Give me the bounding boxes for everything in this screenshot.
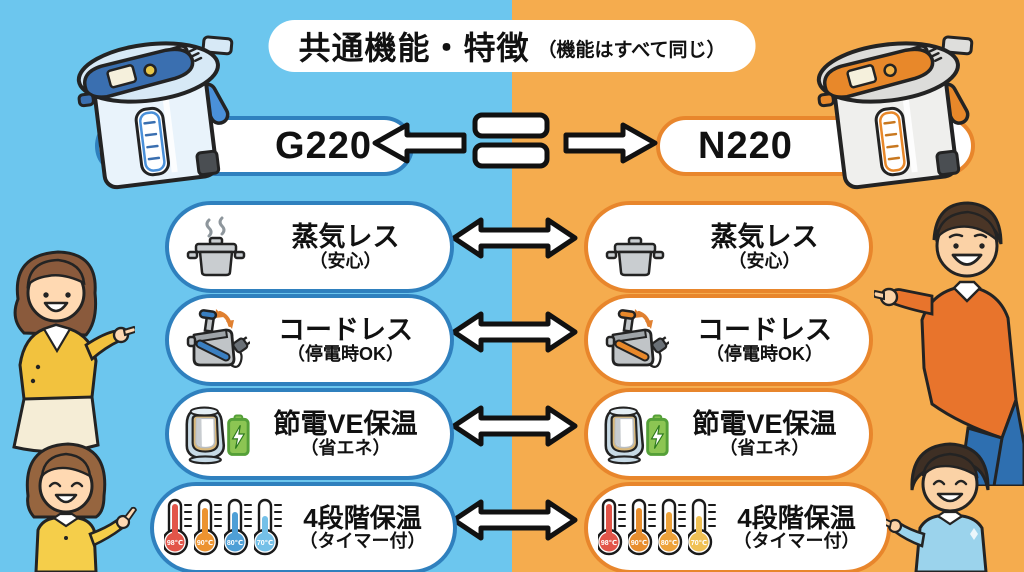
feature-cordless-right: コードレス （停電時OK） <box>584 294 873 386</box>
thermometer-90-icon: 90℃ <box>194 498 222 556</box>
model-g220-text: G220 <box>275 124 372 167</box>
right-water-boiler-illustration <box>816 35 974 190</box>
thermometer-80-icon: 80℃ <box>224 498 252 556</box>
svg-text:98℃: 98℃ <box>167 539 183 547</box>
feature-label: 節電VE保温 <box>273 408 418 439</box>
thermometers-icon: 98℃ 90℃ 80℃ <box>162 498 284 558</box>
feature-sublabel: （停電時OK） <box>706 343 823 364</box>
feature-sublabel: （省エネ） <box>300 437 391 458</box>
ve-insulation-icon <box>179 402 253 466</box>
feature-label: 4段階保温 <box>737 503 856 534</box>
svg-text:70℃: 70℃ <box>257 539 273 547</box>
thermometer-90-icon: 90℃ <box>628 498 656 556</box>
ve-insulation-icon <box>598 402 672 466</box>
feature-steamless-left: 蒸気レス （安心） <box>165 201 454 293</box>
double-arrow-icon <box>451 217 578 259</box>
model-n220-text: N220 <box>698 124 793 167</box>
feature-label: 蒸気レス <box>291 221 400 252</box>
feature-label: コードレス <box>278 314 413 345</box>
thermometers-icon: 98℃ 90℃ 80℃ <box>596 498 718 558</box>
thermometer-70-icon: 70℃ <box>254 498 282 556</box>
title-banner: 共通機能・特徴 （機能はすべて同じ） <box>268 20 756 72</box>
feature-label: 4段階保温 <box>303 503 422 534</box>
man-illustration <box>874 201 1024 486</box>
feature-sublabel: （安心） <box>728 250 801 271</box>
svg-text:80℃: 80℃ <box>227 539 243 547</box>
feature-cordless-left: コードレス （停電時OK） <box>165 294 454 386</box>
thermometer-80-icon: 80℃ <box>658 498 686 556</box>
girl-illustration <box>25 442 137 572</box>
steam-pot-icon <box>598 216 672 278</box>
cordless-kettle-icon <box>598 307 672 373</box>
feature-ve-left: 節電VE保温 （省エネ） <box>165 388 454 480</box>
svg-text:70℃: 70℃ <box>691 539 707 547</box>
title-main: 共通機能・特徴 <box>298 30 530 66</box>
feature-ve-right: 節電VE保温 （省エネ） <box>584 388 873 480</box>
woman-illustration <box>12 250 135 453</box>
feature-sublabel: （タイマー付） <box>733 531 860 552</box>
svg-text:80℃: 80℃ <box>661 539 677 547</box>
left-water-boiler-illustration <box>76 35 234 190</box>
thermometer-98-icon: 98℃ <box>164 498 192 556</box>
feature-label: コードレス <box>697 314 832 345</box>
feature-keepwarm-left: 98℃ 90℃ 80℃ <box>150 482 457 572</box>
feature-label: 節電VE保温 <box>692 408 837 439</box>
svg-text:90℃: 90℃ <box>197 539 213 547</box>
thermometer-98-icon: 98℃ <box>598 498 626 556</box>
boy-illustration <box>886 442 990 572</box>
cordless-kettle-icon <box>179 307 253 373</box>
svg-text:98℃: 98℃ <box>601 539 617 547</box>
feature-keepwarm-right: 98℃ 90℃ 80℃ <box>584 482 891 572</box>
feature-steamless-right: 蒸気レス （安心） <box>584 201 873 293</box>
arrow-right-icon <box>563 122 658 164</box>
title-sub: （機能はすべて同じ） <box>537 39 726 61</box>
arrow-left-icon <box>372 122 467 164</box>
steam-pot-icon <box>179 216 253 278</box>
feature-label: 蒸気レス <box>710 221 819 252</box>
double-arrow-icon <box>451 311 578 353</box>
feature-sublabel: （安心） <box>309 250 382 271</box>
double-arrow-icon <box>451 405 578 447</box>
svg-text:90℃: 90℃ <box>631 539 647 547</box>
feature-sublabel: （停電時OK） <box>287 343 404 364</box>
feature-sublabel: （タイマー付） <box>299 531 426 552</box>
equals-icon <box>472 112 550 169</box>
double-arrow-icon <box>451 499 578 541</box>
thermometer-70-icon: 70℃ <box>688 498 716 556</box>
feature-sublabel: （省エネ） <box>719 437 810 458</box>
